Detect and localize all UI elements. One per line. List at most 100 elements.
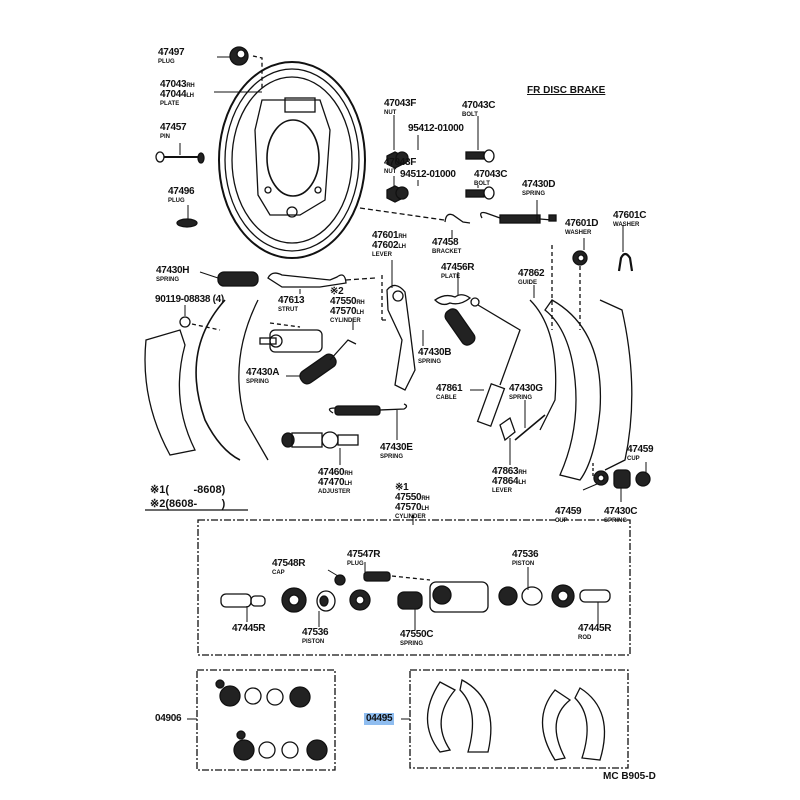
part-number[interactable]: 47043C	[462, 100, 496, 111]
part-label-47497[interactable]: 47497 PLUG	[158, 47, 185, 66]
part-number[interactable]: 47458	[432, 237, 459, 248]
part-number-lh[interactable]: 47570LH	[395, 502, 429, 513]
part-number[interactable]: 47862	[518, 268, 545, 279]
part-label-47459-cup-right[interactable]: 47459 CUP	[627, 444, 654, 463]
part-number[interactable]: 47536	[302, 627, 329, 638]
part-number[interactable]: 47430H	[156, 265, 190, 276]
part-label-47430B[interactable]: 47430B SPRING	[418, 347, 452, 366]
part-name: PLUG	[158, 59, 175, 65]
part-label-47445R-left[interactable]: 47445R	[232, 623, 266, 634]
part-number[interactable]: 47445R	[232, 623, 266, 634]
part-number-rh[interactable]: 47601RH	[372, 230, 407, 241]
part-number[interactable]: 47457	[160, 122, 187, 133]
part-number[interactable]: 47430A	[246, 367, 280, 378]
part-number-lh[interactable]: 47570LH	[330, 306, 364, 317]
part-label-47601D[interactable]: 47601D WASHER	[565, 218, 599, 237]
part-label-04495[interactable]: 04495	[364, 713, 395, 725]
kit-04495-drawing	[427, 679, 606, 761]
part-number[interactable]: 47456R	[441, 262, 475, 273]
part-label-47550-47570-mark1[interactable]: ※1 47550RH 47570LH CYLINDER	[395, 483, 430, 521]
part-number[interactable]: 47861	[436, 383, 463, 394]
part-label-04906[interactable]: 04906	[155, 713, 182, 724]
part-label-47613[interactable]: 47613 STRUT	[278, 295, 305, 314]
note-1: ※1( -8608)	[150, 484, 226, 496]
part-number[interactable]: 47430D	[522, 179, 556, 190]
part-label-47430H[interactable]: 47430H SPRING	[156, 265, 190, 284]
part-number[interactable]: 94512-01000	[400, 169, 456, 180]
part-label-94512-01000[interactable]: 94512-01000	[400, 170, 456, 180]
part-label-47861[interactable]: 47861 CABLE	[436, 383, 463, 402]
part-name: SPRING	[418, 359, 442, 365]
part-label-95412-01000[interactable]: 95412-01000	[408, 124, 464, 134]
part-label-47043-47044[interactable]: 47043RH 47044LH PLATE	[160, 79, 195, 108]
part-number[interactable]: 47547R	[347, 549, 381, 560]
part-label-47536-piston-left[interactable]: 47536 PISTON	[302, 627, 329, 646]
lever-47863-drawing	[499, 416, 516, 442]
part-number[interactable]: 47601D	[565, 218, 599, 229]
part-label-47536-piston-right[interactable]: 47536 PISTON	[512, 549, 539, 568]
part-number[interactable]: 47536	[512, 549, 539, 560]
part-number[interactable]: 47459	[555, 506, 582, 517]
part-name: SPRING	[400, 641, 424, 647]
part-name: SPRING	[604, 518, 628, 524]
part-label-47863-47864[interactable]: 47863RH 47864LH LEVER	[492, 466, 527, 495]
part-number-rh[interactable]: 47550RH	[330, 296, 365, 307]
part-number[interactable]: 95412-01000	[408, 123, 464, 134]
part-label-47496[interactable]: 47496 PLUG	[168, 186, 195, 205]
part-label-47043F-nut-lower[interactable]: 47043F NUT	[384, 157, 417, 176]
part-number-rh[interactable]: 47043RH	[160, 79, 195, 90]
part-number[interactable]: 47043F	[384, 98, 417, 109]
part-number-rh[interactable]: 47460RH	[318, 467, 353, 478]
part-number-highlighted[interactable]: 04495	[364, 713, 395, 725]
part-label-47601-47602[interactable]: 47601RH 47602LH LEVER	[372, 230, 407, 259]
part-number-rh[interactable]: 47863RH	[492, 466, 527, 477]
part-label-47043C-bolt-upper[interactable]: 47043C BOLT	[462, 100, 496, 119]
pin-47457-drawing	[155, 151, 205, 164]
part-label-47460-47470[interactable]: 47460RH 47470LH ADJUSTER	[318, 467, 353, 496]
part-number[interactable]: 47430C	[604, 506, 638, 517]
part-label-47430C[interactable]: 47430C SPRING	[604, 506, 638, 525]
part-label-47430E[interactable]: 47430E SPRING	[380, 442, 413, 461]
part-number[interactable]: 47430B	[418, 347, 452, 358]
part-number-lh[interactable]: 47470LH	[318, 477, 352, 488]
part-label-47430D[interactable]: 47430D SPRING	[522, 179, 556, 198]
part-number[interactable]: 47043C	[474, 169, 508, 180]
part-label-47456R[interactable]: 47456R PLATE	[441, 262, 475, 281]
part-number[interactable]: 47550C	[400, 629, 434, 640]
part-number[interactable]: 47496	[168, 186, 195, 197]
part-label-47430A[interactable]: 47430A SPRING	[246, 367, 280, 386]
part-label-47043C-bolt-lower[interactable]: 47043C BOLT	[474, 169, 508, 188]
part-number[interactable]: 90119-08838 (4)	[155, 294, 224, 305]
part-number-lh[interactable]: 47602LH	[372, 240, 406, 251]
wheel-cylinder-drawing	[259, 322, 323, 353]
part-number[interactable]: 47601C	[613, 210, 647, 221]
part-label-47548R[interactable]: 47548R CAP	[272, 558, 306, 577]
cups-drawing	[592, 463, 651, 489]
part-number-lh[interactable]: 47044LH	[160, 89, 194, 100]
part-label-47550C[interactable]: 47550C SPRING	[400, 629, 434, 648]
part-label-47043F-nut-upper[interactable]: 47043F NUT	[384, 98, 417, 117]
part-number[interactable]: 47445R	[578, 623, 612, 634]
part-number[interactable]: 47430E	[380, 442, 413, 453]
part-number[interactable]: 47548R	[272, 558, 306, 569]
part-number[interactable]: 47613	[278, 295, 305, 306]
part-label-47430G[interactable]: 47430G SPRING	[509, 383, 543, 402]
part-label-90119-08838[interactable]: 90119-08838 (4)	[155, 295, 224, 305]
part-label-47457[interactable]: 47457 PIN	[160, 122, 187, 141]
part-label-47547R[interactable]: 47547R PLUG	[347, 549, 381, 568]
part-number[interactable]: 47430G	[509, 383, 543, 394]
part-number[interactable]: 47043F	[384, 157, 417, 168]
part-label-47458[interactable]: 47458 BRACKET	[432, 237, 461, 256]
part-label-47601C[interactable]: 47601C WASHER	[613, 210, 647, 229]
part-number-lh[interactable]: 47864LH	[492, 476, 526, 487]
part-label-47445R-rod[interactable]: 47445R ROD	[578, 623, 612, 642]
part-label-47459-cup-left[interactable]: 47459 CUP	[555, 506, 582, 525]
part-number[interactable]: 47459	[627, 444, 654, 455]
part-number[interactable]: 04906	[155, 713, 182, 724]
part-label-47550-47570-mark2[interactable]: ※2 47550RH 47570LH CYLINDER	[330, 287, 365, 325]
part-number-rh[interactable]: 47550RH	[395, 492, 430, 503]
part-number[interactable]: 47497	[158, 47, 185, 58]
part-label-47862[interactable]: 47862 GUIDE	[518, 268, 545, 287]
plug-47497-drawing	[229, 46, 263, 90]
part-name: CUP	[627, 456, 640, 462]
